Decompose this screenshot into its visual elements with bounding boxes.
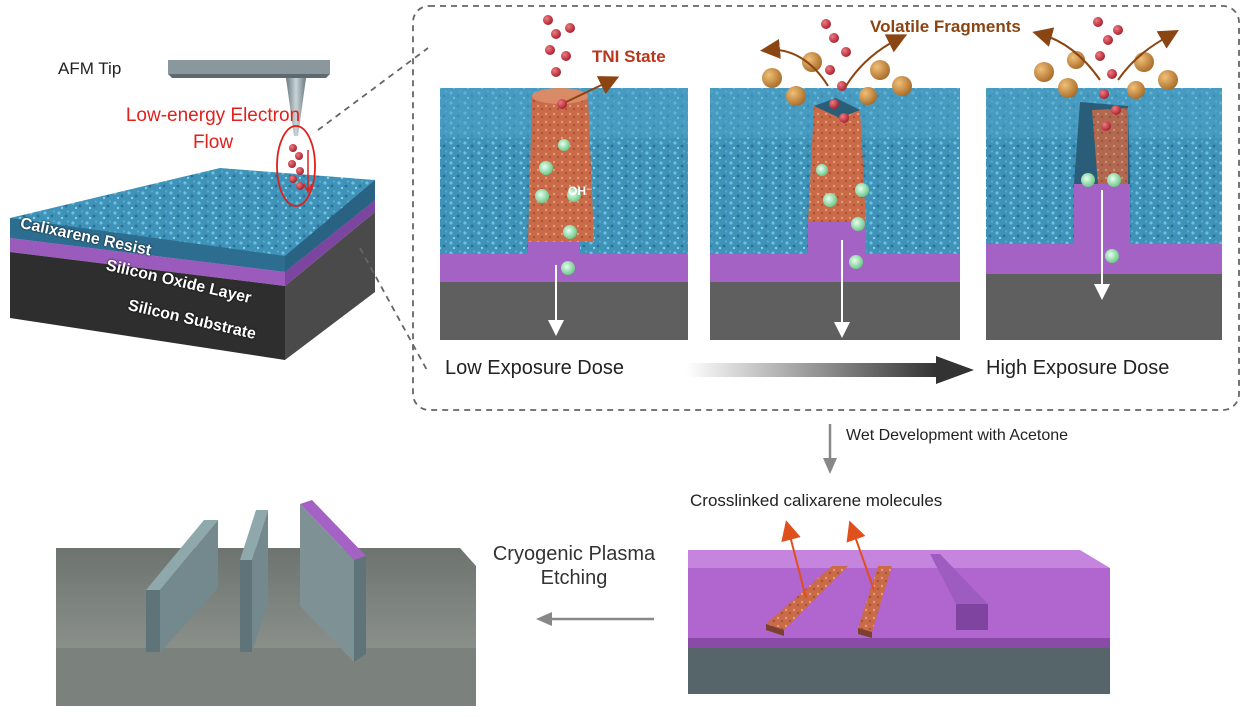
wet-development-label: Wet Development with Acetone: [846, 427, 1069, 444]
etching-arrow: [536, 612, 654, 626]
zoom-frame: [412, 5, 1240, 411]
high-exposure-dose-label: High Exposure Dose: [986, 357, 1170, 379]
panel-low-dose: [440, 15, 688, 340]
afm-tip: [168, 60, 330, 136]
electron-flow-label: Low-energy Electron Flow: [125, 105, 301, 153]
developed-structure: [688, 520, 1110, 694]
oh-label: OH⁻: [568, 184, 593, 198]
wet-development-arrow: [823, 424, 837, 474]
panel-high-dose: [986, 17, 1222, 340]
volatile-fragments-label: Volatile Fragments: [870, 17, 1021, 36]
cryogenic-etching-label: Cryogenic Plasma Etching: [492, 543, 656, 589]
dose-gradient-arrow: [686, 356, 974, 384]
etched-structure: [56, 500, 476, 706]
zoom-line-bottom: [359, 247, 429, 373]
electron-flow: [276, 125, 316, 207]
panel-mid-dose: [710, 19, 960, 340]
zoom-line-top: [317, 47, 429, 131]
crosslinked-molecules-label: Crosslinked calixarene molecules: [690, 491, 943, 510]
layer-stack: [10, 168, 375, 360]
low-exposure-dose-label: Low Exposure Dose: [445, 357, 624, 379]
tni-state-label: TNI State: [592, 47, 666, 66]
afm-tip-label: AFM Tip: [58, 59, 122, 78]
